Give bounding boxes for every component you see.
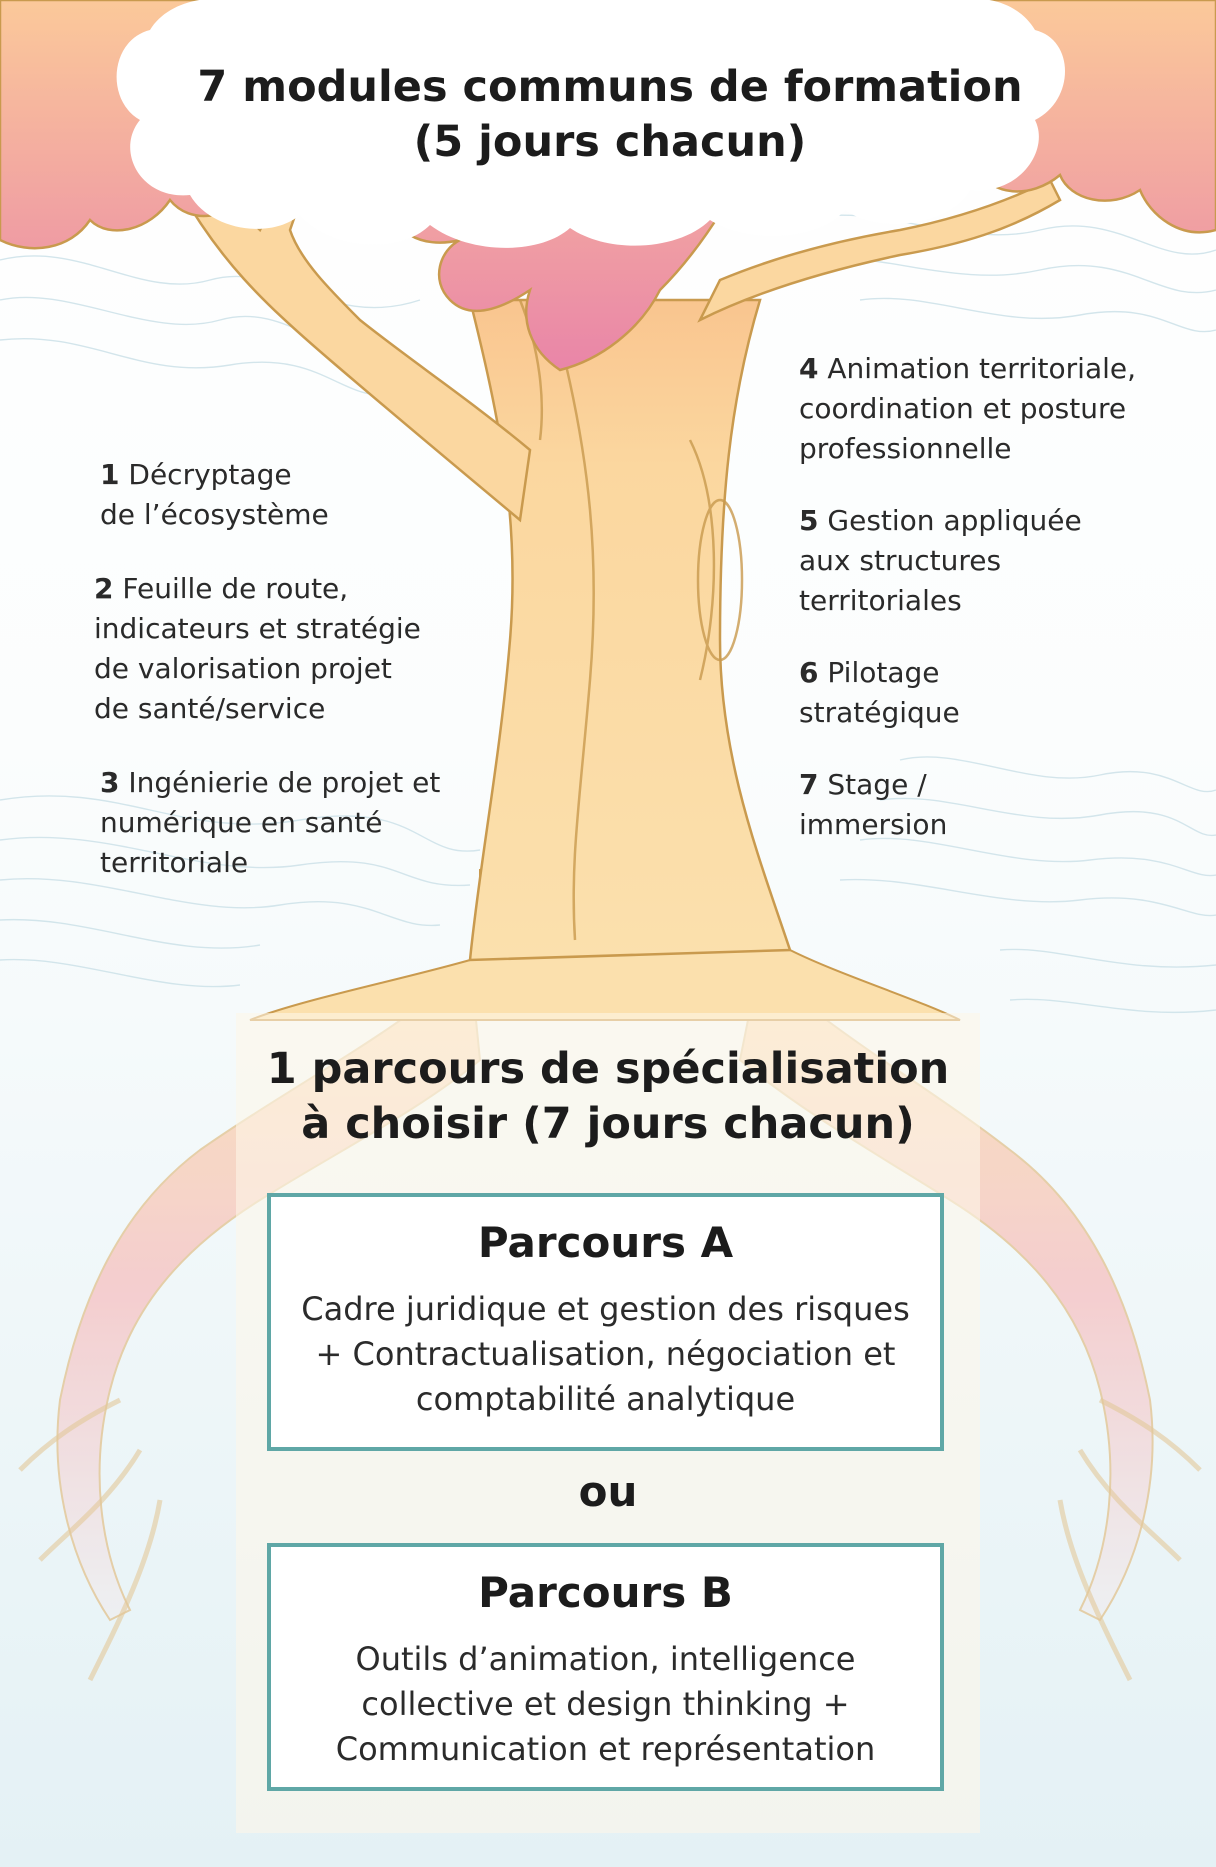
module-number: 3: [100, 766, 120, 799]
module-number: 1: [100, 458, 120, 491]
module-number: 2: [94, 572, 114, 605]
module-label: Gestion appliquée: [827, 504, 1082, 537]
specialisation-title: 1 parcours de spécialisation à choisir (…: [236, 1042, 980, 1152]
parcours-b-line-1: Outils d’animation, intelligence: [355, 1640, 856, 1678]
parcours-a-line-3: comptabilité analytique: [415, 1380, 796, 1418]
parcours-b-description: Outils d’animation, intelligence collect…: [271, 1637, 940, 1772]
module-1: 1 Décryptage de l’écosystème: [100, 455, 480, 535]
parcours-a-description: Cadre juridique et gestion des risques +…: [271, 1287, 940, 1422]
module-2: 2 Feuille de route, indicateurs et strat…: [94, 569, 480, 729]
module-number: 4: [799, 352, 819, 385]
specialisation-title-line-1: 1 parcours de spécialisation: [266, 1044, 950, 1094]
module-4: 4 Animation territoriale, coordination e…: [799, 349, 1189, 469]
module-5: 5 Gestion appliquée aux structures terri…: [799, 501, 1189, 621]
parcours-b-line-2: collective et design thinking +: [361, 1685, 850, 1723]
module-label-3: de valorisation projet: [94, 652, 392, 685]
module-label: Stage /: [827, 768, 927, 801]
parcours-b-title: Parcours B: [478, 1568, 733, 1617]
module-7: 7 Stage / immersion: [799, 765, 1189, 845]
title-cloud: [116, 0, 1065, 248]
modules-right-column: 4 Animation territoriale, coordination e…: [799, 349, 1189, 877]
cloud-title-line-1: 7 modules communs de formation: [197, 62, 1023, 112]
module-label-2: de l’écosystème: [100, 498, 329, 531]
cloud-title-line-2: (5 jours chacun): [413, 117, 807, 167]
branch-right: [697, 178, 1062, 323]
module-number: 5: [799, 504, 819, 537]
module-label-3: professionnelle: [799, 432, 1012, 465]
module-6: 6 Pilotage stratégique: [799, 653, 1189, 733]
module-3: 3 Ingénierie de projet et numérique en s…: [100, 763, 480, 883]
module-label-4: de santé/service: [94, 692, 326, 725]
parcours-b-card: Parcours B Outils d’animation, intellige…: [267, 1543, 944, 1791]
module-label: Ingénierie de projet et: [128, 766, 441, 799]
module-label-2: numérique en santé: [100, 806, 383, 839]
module-number: 7: [799, 768, 819, 801]
modules-left-column: 1 Décryptage de l’écosystème 2 Feuille d…: [94, 455, 480, 917]
parcours-a-card: Parcours A Cadre juridique et gestion de…: [267, 1193, 944, 1451]
tree-trunk: [468, 298, 792, 962]
parcours-a-title: Parcours A: [477, 1218, 734, 1267]
module-label: Animation territoriale,: [827, 352, 1137, 385]
contour-lines: [0, 214, 1216, 1014]
cloud-title: 7 modules communs de formation (5 jours …: [160, 60, 1060, 170]
module-number: 6: [799, 656, 819, 689]
module-label-2: immersion: [799, 808, 948, 841]
specialisation-title-line-2: à choisir (7 jours chacun): [301, 1099, 915, 1149]
parcours-b-line-3: Communication et représentation: [335, 1730, 876, 1768]
module-label-2: indicateurs et stratégie: [94, 612, 421, 645]
module-label: Décryptage: [128, 458, 292, 491]
parcours-a-line-1: Cadre juridique et gestion des risques: [301, 1290, 910, 1328]
module-label: Pilotage: [827, 656, 940, 689]
module-label-2: stratégique: [799, 696, 960, 729]
or-separator: ou: [578, 1467, 638, 1516]
module-label-2: aux structures: [799, 544, 1002, 577]
module-label-2: coordination et posture: [799, 392, 1127, 425]
module-label-3: territoriale: [100, 846, 249, 879]
module-label-3: territoriales: [799, 584, 962, 617]
parcours-a-line-2: + Contractualisation, négociation et: [315, 1335, 896, 1373]
module-label: Feuille de route,: [122, 572, 349, 605]
